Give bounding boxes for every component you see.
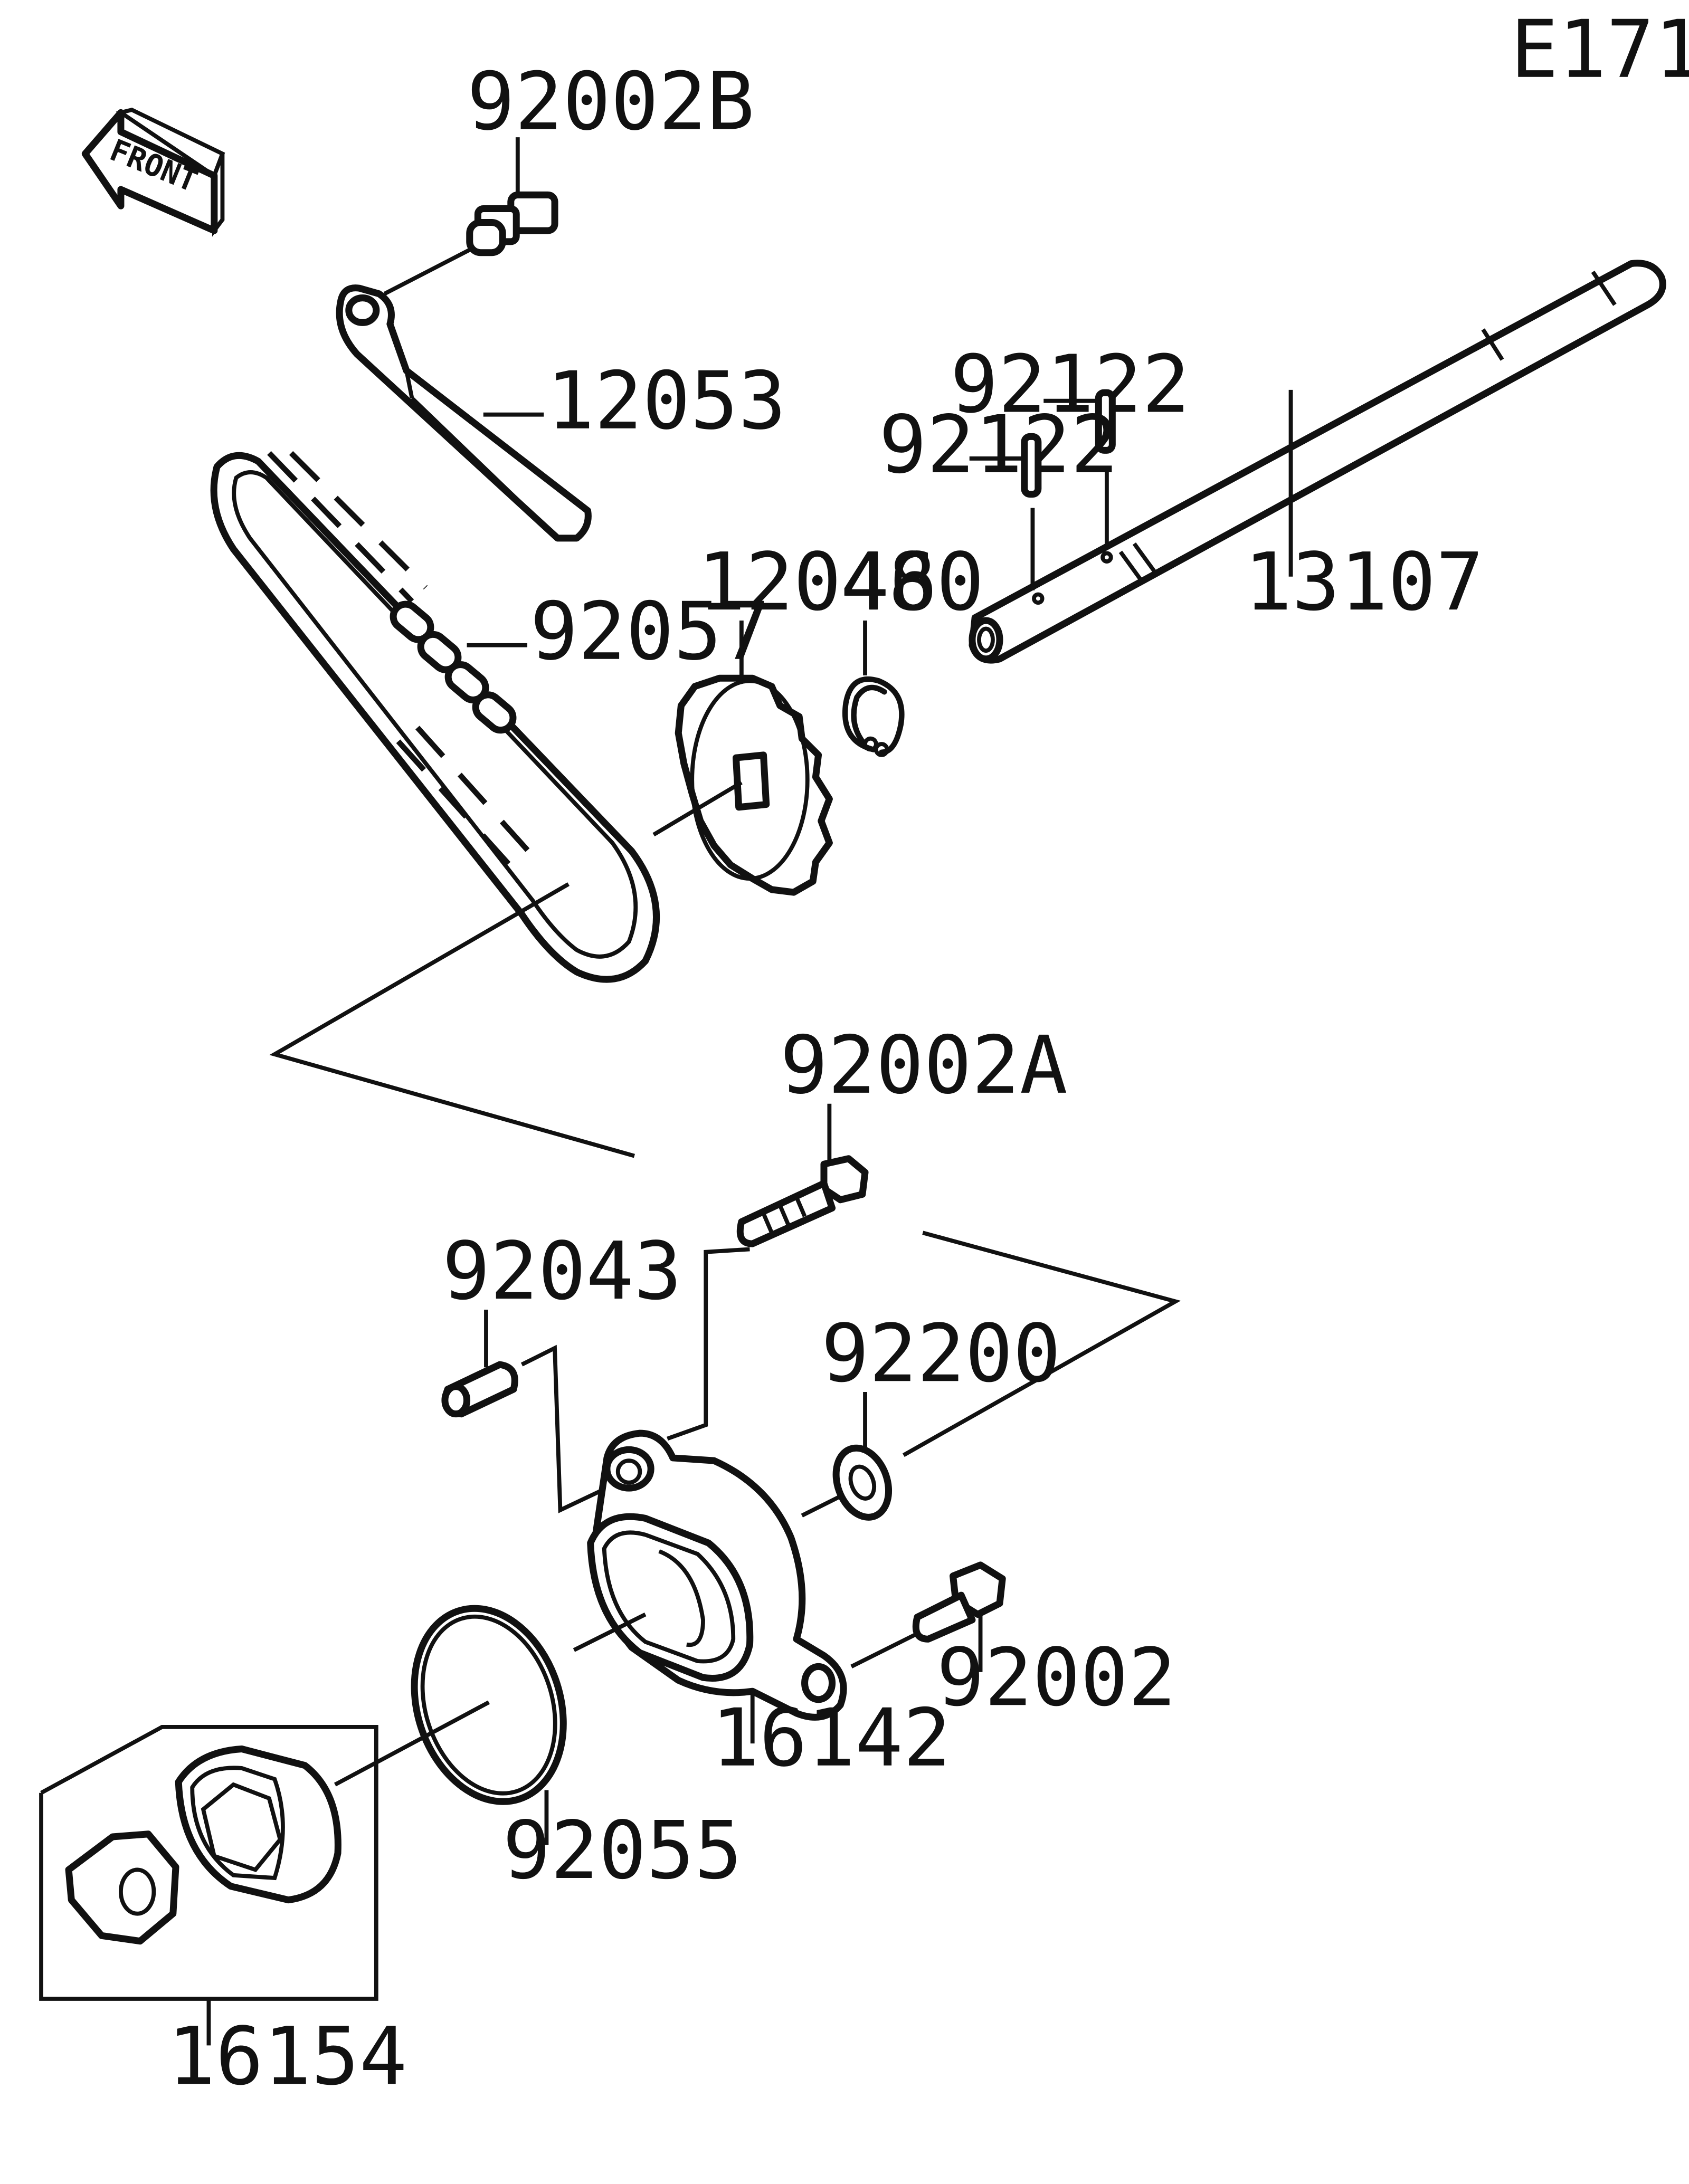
pump-housing-16142: 16142: [573, 1429, 951, 1785]
dowel-92043: 92043: [441, 1225, 682, 1513]
front-arrow-icon: FRONT: [81, 108, 225, 237]
callout-16154: 16154: [167, 2010, 407, 2103]
callout-92055: 92055: [502, 1804, 742, 1897]
washer-92200: 92200: [801, 1307, 1061, 1521]
sprocket-12046: 12046: [652, 536, 937, 896]
bolt-92002B: 92002B: [383, 55, 755, 296]
callout-92002B: 92002B: [467, 55, 755, 148]
callout-16142: 16142: [711, 1692, 951, 1785]
callout-92002: 92002: [936, 1631, 1176, 1724]
bolt-92002A: 92002A: [667, 1019, 1068, 1441]
master-link-92057: 92057: [390, 585, 770, 734]
pin-92122-upper: 92122: [950, 338, 1190, 547]
callout-92002A: 92002A: [780, 1019, 1068, 1112]
pin-92122-lower: 92122: [879, 398, 1118, 590]
chain-guide-12053: 12053: [336, 284, 786, 542]
callout-480: 480: [840, 536, 984, 628]
callout-92122-upper: 92122: [950, 338, 1190, 431]
circlip-480: 480: [840, 536, 984, 757]
callout-92122-lower: 92122: [879, 398, 1118, 491]
callout-92057: 92057: [530, 585, 770, 678]
shaft-13107: 13107: [969, 260, 1666, 664]
drive-chain: [210, 451, 660, 983]
leader-chain-to-pump: [269, 882, 635, 1158]
callout-92200: 92200: [821, 1307, 1061, 1400]
rotor-set-16154: 16154: [39, 1724, 407, 2103]
callout-13107: 13107: [1244, 536, 1484, 628]
o-ring-92055: 92055: [334, 1605, 742, 1897]
leader-shaft-to-pump: [902, 1231, 1181, 1457]
diagram-code: E1712: [1511, 3, 1689, 96]
callout-12046: 12046: [698, 536, 937, 628]
callout-92043: 92043: [442, 1225, 682, 1318]
bolt-92002: 92002: [850, 1561, 1176, 1724]
callout-12053: 12053: [546, 355, 786, 447]
